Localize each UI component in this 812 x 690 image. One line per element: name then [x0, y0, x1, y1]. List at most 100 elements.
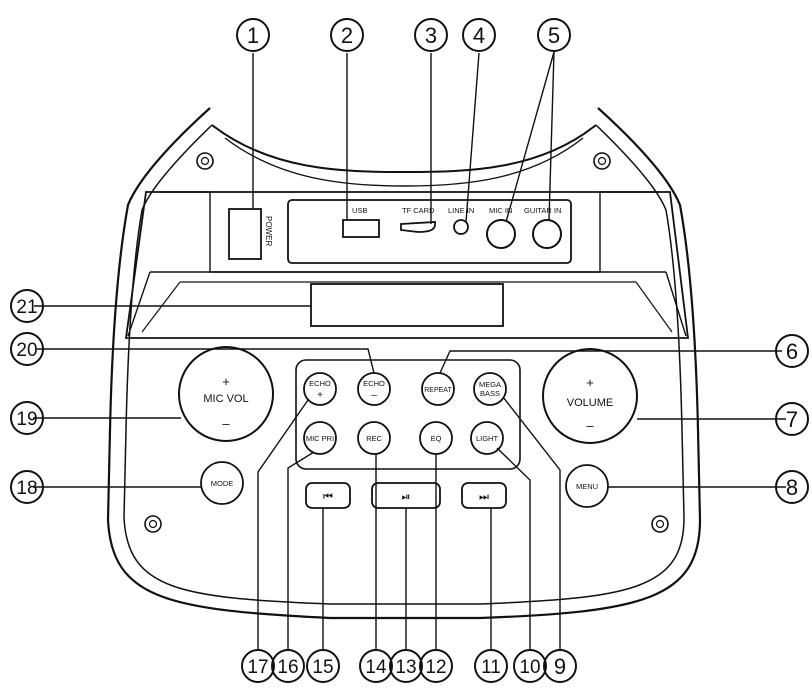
svg-text:10: 10	[519, 657, 540, 678]
play-pause-button[interactable]: ⏯	[371, 482, 441, 509]
menu-button[interactable]: MENU	[565, 464, 609, 508]
line-in-label: LINE IN	[448, 206, 474, 215]
callout-13: 13	[389, 649, 423, 683]
mic-vol-minus: –	[222, 416, 230, 431]
light-button[interactable]: LIGHT	[470, 421, 504, 455]
next-track-button[interactable]: ⏭	[461, 482, 507, 509]
callout-1: 1	[236, 18, 270, 52]
callout-18: 18	[10, 470, 44, 504]
mega-bass-button[interactable]: MEGA BASS	[473, 372, 507, 406]
power-switch[interactable]	[228, 208, 262, 260]
volume-plus: +	[586, 375, 594, 390]
callout-17: 17	[241, 649, 275, 683]
echo-plus-button[interactable]: ECHO +	[303, 372, 337, 406]
volume-knob[interactable]: + VOLUME –	[542, 348, 638, 444]
svg-text:9: 9	[554, 654, 566, 679]
mic-vol-knob[interactable]: + MIC VOL –	[178, 346, 274, 442]
callout-12: 12	[419, 649, 453, 683]
usb-port[interactable]	[342, 219, 380, 238]
recess-slope-left2	[141, 281, 181, 333]
mic-in-jack[interactable]	[486, 219, 516, 249]
leader-lines	[33, 51, 786, 650]
svg-text:17: 17	[247, 657, 268, 678]
repeat-label: REPEAT	[424, 387, 452, 394]
rec-button[interactable]: REC	[357, 421, 391, 455]
screw-icon	[196, 152, 214, 170]
svg-text:5: 5	[548, 23, 560, 48]
callout-7: 7	[775, 402, 809, 436]
callout-5: 5	[537, 18, 571, 52]
svg-text:18: 18	[16, 478, 37, 499]
callout-21: 21	[10, 289, 44, 323]
input-port-panel	[287, 199, 572, 264]
mic-vol-plus: +	[222, 374, 230, 389]
svg-text:19: 19	[16, 409, 37, 430]
screw-icon	[144, 515, 162, 533]
guitar-in-jack[interactable]	[532, 219, 562, 249]
recess-slope-right	[665, 271, 687, 337]
svg-text:8: 8	[786, 475, 798, 500]
callout-9: 9	[543, 649, 577, 683]
top-recess-inner	[160, 191, 660, 273]
callout-10: 10	[513, 649, 547, 683]
device-inner-outline	[123, 124, 685, 605]
previous-track-icon: ⏮	[323, 491, 333, 503]
display-screen	[310, 283, 504, 327]
screw-icon	[651, 515, 669, 533]
top-recess-outline	[124, 191, 690, 339]
svg-text:6: 6	[786, 339, 798, 364]
volume-minus: –	[586, 418, 594, 433]
callout-14: 14	[359, 649, 393, 683]
tf-card-slot[interactable]	[400, 221, 437, 233]
repeat-button[interactable]: REPEAT	[421, 372, 455, 406]
mic-pri-label: MIC PRI	[306, 434, 334, 443]
svg-text:2: 2	[341, 23, 353, 48]
callout-20: 20	[10, 332, 44, 366]
volume-label: VOLUME	[567, 397, 613, 409]
guitar-in-label: GUITAR IN	[524, 206, 561, 215]
mic-pri-button[interactable]: MIC PRI	[303, 421, 337, 455]
recess-slope-left	[127, 271, 151, 337]
power-label: POWER	[264, 216, 273, 246]
svg-text:14: 14	[365, 657, 387, 678]
svg-text:21: 21	[16, 297, 37, 318]
screw-icon	[593, 152, 611, 170]
svg-text:13: 13	[395, 657, 416, 678]
echo-minus-label-1: ECHO	[363, 379, 385, 388]
svg-text:7: 7	[786, 407, 798, 432]
light-label: LIGHT	[476, 434, 499, 443]
mode-label: MODE	[211, 479, 234, 488]
eq-button[interactable]: EQ	[419, 421, 453, 455]
mic-vol-label: MIC VOL	[203, 393, 248, 405]
echo-plus-label-2: +	[317, 390, 323, 401]
svg-text:3: 3	[425, 23, 437, 48]
echo-minus-label-2: –	[371, 390, 377, 401]
callout-6: 6	[775, 334, 809, 368]
top-handle-curve-inner	[224, 137, 584, 187]
svg-text:15: 15	[312, 657, 333, 678]
callout-8: 8	[775, 470, 809, 504]
button-cluster-panel	[295, 359, 521, 470]
mode-button[interactable]: MODE	[200, 461, 244, 505]
rec-label: REC	[366, 434, 382, 443]
callout-3: 3	[414, 18, 448, 52]
previous-track-button[interactable]: ⏮	[305, 482, 351, 509]
svg-text:4: 4	[473, 23, 485, 48]
echo-minus-button[interactable]: ECHO –	[357, 372, 391, 406]
mega-bass-label-2: BASS	[480, 389, 500, 398]
tf-card-label: TF CARD	[402, 206, 435, 215]
callout-16: 16	[271, 649, 305, 683]
callout-4: 4	[462, 18, 496, 52]
mega-bass-label-1: MEGA	[479, 380, 501, 389]
svg-text:20: 20	[16, 340, 37, 361]
line-in-jack[interactable]	[453, 219, 469, 235]
recess-slope-right2	[635, 281, 673, 333]
echo-plus-label-1: ECHO	[309, 379, 331, 388]
eq-label: EQ	[431, 434, 442, 443]
callout-2: 2	[330, 18, 364, 52]
callout-11: 11	[474, 649, 508, 683]
svg-text:1: 1	[247, 23, 259, 48]
next-track-icon: ⏭	[479, 491, 489, 503]
svg-text:16: 16	[277, 657, 298, 678]
